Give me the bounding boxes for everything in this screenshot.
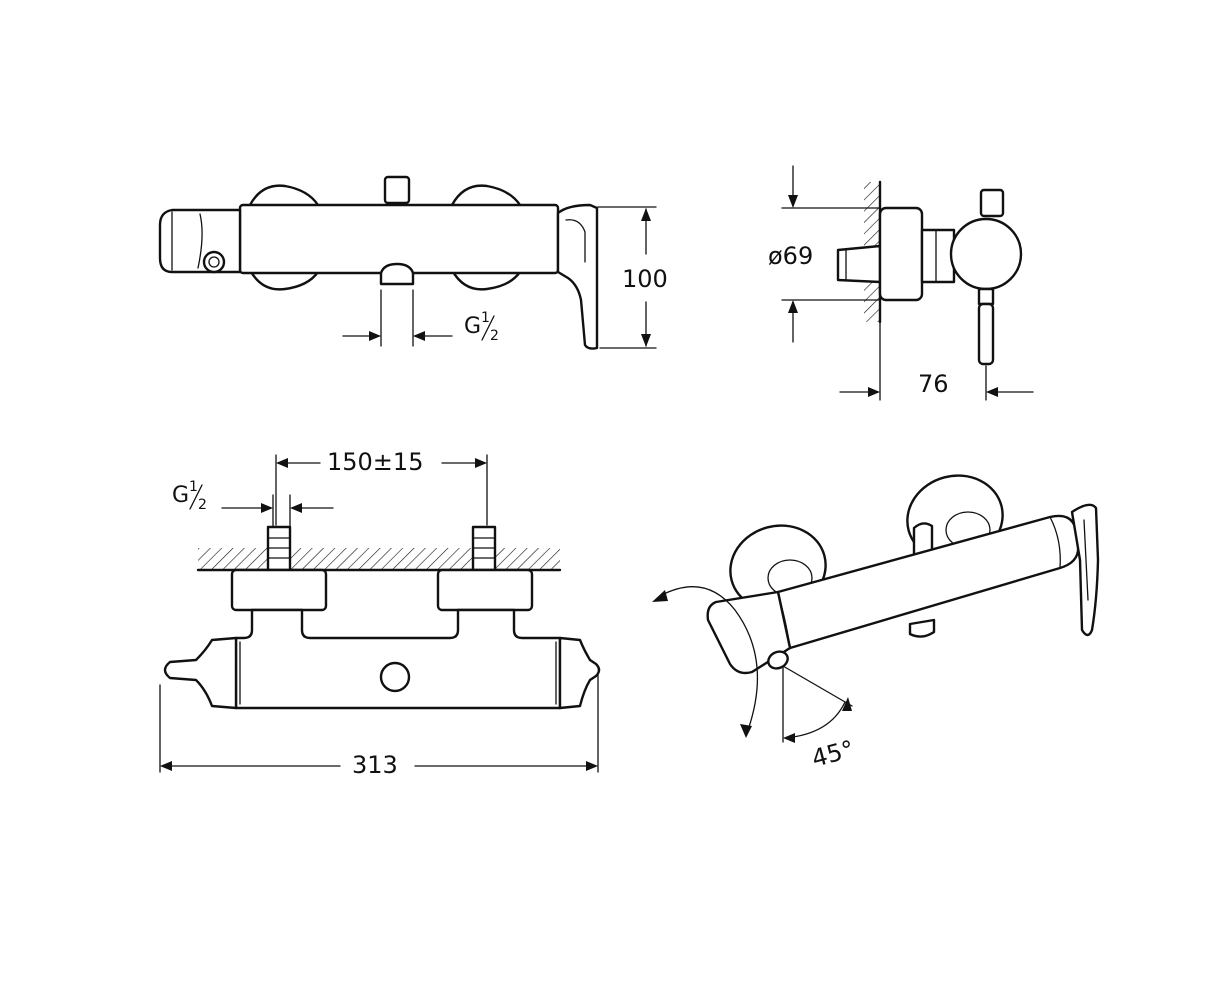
side-view: ø69 76 [768,165,1034,401]
side-body-circle [949,217,1023,291]
left-rosette-top [248,184,320,207]
iso-spout [706,590,792,675]
height-dimension-label: 100 [622,265,668,293]
inlet-thread-letter: G [172,483,189,508]
left-rosette-bottom [248,268,320,291]
top-view: 150±15 G 1 2 313 [159,448,601,779]
inlet-spacing-label: 150±15 [327,448,423,476]
bottom-outlet [379,262,415,286]
total-width-label: 313 [352,751,398,779]
right-rosette-top [450,184,522,207]
right-rosette-bottom [450,268,522,291]
thread-letter: G [464,314,481,339]
isometric-view: 45° [652,474,1100,773]
right-top-rosette [436,568,534,612]
top-left-cap [163,636,238,710]
rotation-arc [659,586,759,731]
diameter-dimension-label: ø69 [768,242,813,270]
iso-bottom-outlet [908,618,936,638]
iso-outlet-ring [767,650,789,670]
thread-numerator: 1 [481,310,490,326]
side-top-stub [979,188,1005,218]
inlet-thread-numerator: 1 [189,479,198,495]
depth-dimension-label: 76 [918,370,949,398]
side-connector [920,228,956,284]
inlet-pipe [836,244,882,284]
left-top-rosette [230,568,328,612]
top-diverter-stub [383,175,411,205]
top-right-cap [558,636,601,710]
outlet-ring [202,250,226,274]
top-body [234,608,562,710]
control-lever [556,203,599,350]
front-view: G 1 2 100 [158,175,668,350]
side-lever [977,302,995,366]
thread-denominator: 2 [490,328,499,344]
iso-lever [1070,503,1100,637]
swivel-angle-label: 45° [809,735,857,773]
front-outlet-thread-label: G 1 2 [464,310,499,344]
inlet-thread-denominator: 2 [198,497,207,513]
side-rosette [878,206,924,302]
top-diverter-circle [379,661,411,693]
valve-body [238,203,560,275]
top-inlet-thread-label: G 1 2 [172,479,207,513]
top-wall-hatch [198,548,560,570]
